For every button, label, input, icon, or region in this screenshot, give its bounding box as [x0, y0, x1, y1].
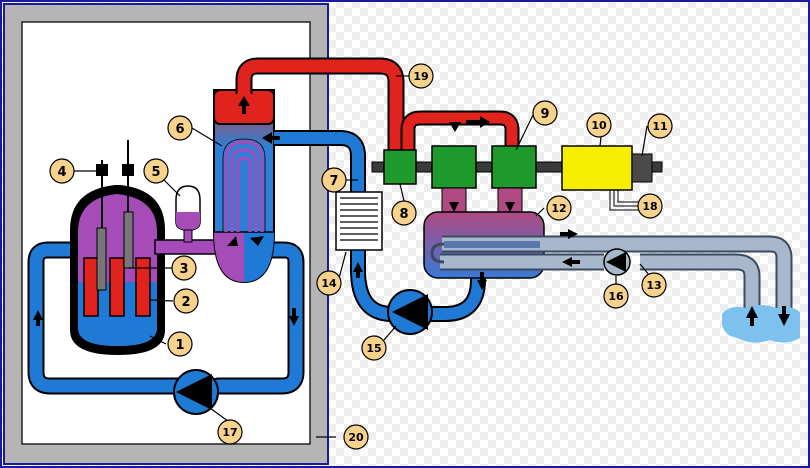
- condenser-tubes: [444, 241, 540, 248]
- label-15: 15: [361, 335, 387, 361]
- label-8: 8: [391, 200, 417, 226]
- main-steam-line: [235, 57, 520, 156]
- label-19: 19: [408, 63, 434, 89]
- svg-text:7: 7: [329, 174, 338, 189]
- svg-text:1: 1: [175, 338, 184, 353]
- label-10: 10: [586, 112, 612, 138]
- cooling-water-source: [722, 305, 800, 343]
- svg-text:18: 18: [642, 200, 657, 213]
- label-11: 11: [647, 113, 673, 139]
- label-17: 17: [217, 419, 243, 445]
- label-9: 9: [532, 100, 558, 126]
- label-5: 5: [143, 158, 169, 184]
- label-20: 20: [343, 424, 369, 450]
- svg-text:3: 3: [179, 262, 188, 277]
- svg-text:10: 10: [591, 119, 607, 132]
- generator: [561, 145, 653, 211]
- label-7: 7: [321, 167, 347, 193]
- svg-text:6: 6: [175, 122, 184, 137]
- svg-text:15: 15: [366, 342, 381, 355]
- label-6: 6: [167, 115, 193, 141]
- reactor-vessel: [70, 140, 165, 355]
- pressurizer: [175, 185, 201, 243]
- svg-text:17: 17: [222, 426, 237, 439]
- label-18: 18: [637, 193, 663, 219]
- label-12: 12: [546, 195, 572, 221]
- lp-turbine-1: [431, 145, 477, 189]
- svg-text:8: 8: [399, 207, 408, 222]
- label-4: 4: [49, 158, 75, 184]
- svg-text:19: 19: [413, 70, 428, 83]
- label-14: 14: [316, 270, 342, 296]
- svg-text:13: 13: [646, 279, 661, 292]
- svg-text:12: 12: [551, 202, 566, 215]
- label-3: 3: [171, 255, 197, 281]
- label-13: 13: [641, 272, 667, 298]
- svg-text:20: 20: [348, 431, 364, 444]
- svg-text:14: 14: [321, 277, 337, 290]
- lp-turbine-2: [491, 145, 537, 189]
- steam-generator: [213, 89, 275, 284]
- label-1: 1: [167, 331, 193, 357]
- cooling-pump: [603, 248, 631, 276]
- svg-text:5: 5: [151, 165, 160, 180]
- label-2: 2: [173, 288, 199, 314]
- feedwater-pump: [387, 289, 433, 335]
- cooling-water-loop: [430, 235, 793, 310]
- svg-text:4: 4: [57, 165, 66, 180]
- hp-turbine: [383, 149, 417, 185]
- svg-text:16: 16: [608, 290, 624, 303]
- label-16: 16: [603, 283, 629, 309]
- feedwater-heater: [335, 191, 383, 251]
- svg-text:9: 9: [540, 107, 549, 122]
- primary-pump: [173, 369, 219, 415]
- svg-text:11: 11: [652, 120, 667, 133]
- svg-text:2: 2: [181, 295, 190, 310]
